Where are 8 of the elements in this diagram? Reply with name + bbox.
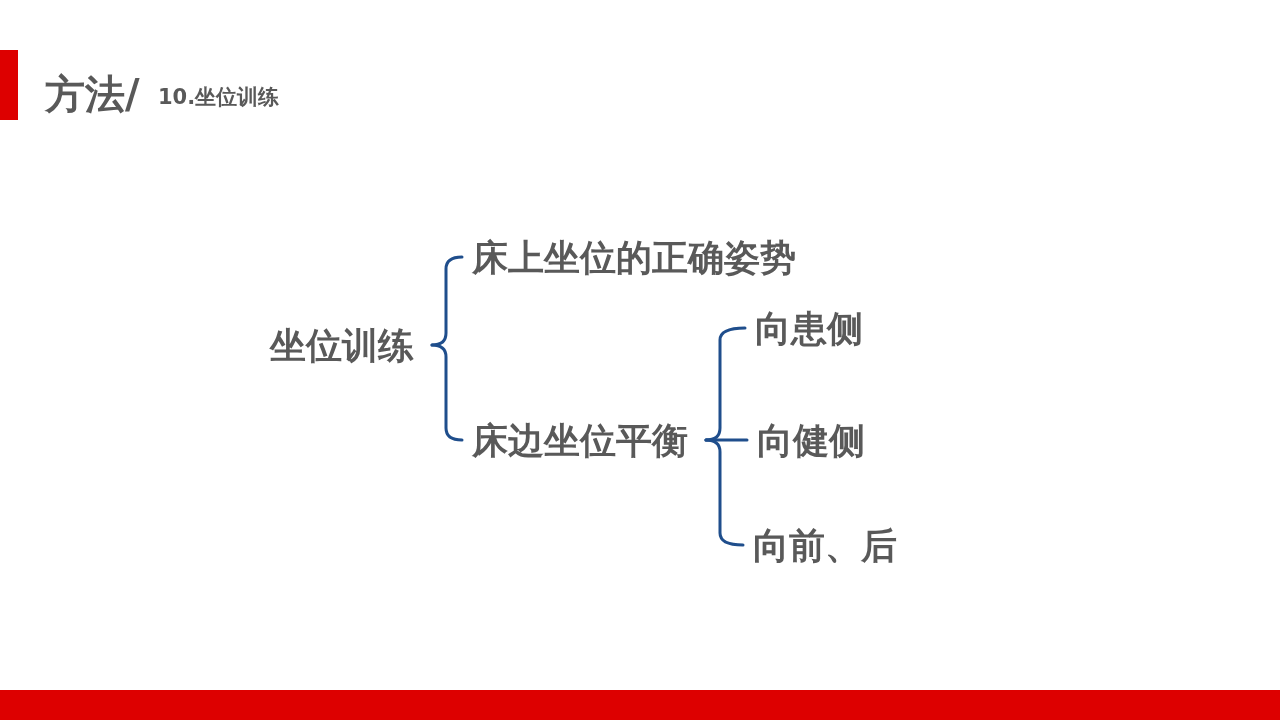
subtopic-label: 向患侧 bbox=[743, 306, 883, 350]
subtitle: 10.坐位训练 bbox=[158, 86, 280, 110]
subtopic-label: 床边坐位平衡 bbox=[460, 418, 708, 462]
topic-label: 坐位训练 bbox=[258, 323, 434, 367]
subtopic-label: 向健侧 bbox=[745, 418, 885, 462]
subtopic-label: 向前、后 bbox=[741, 523, 917, 567]
subtopic-label: 床上坐位的正确姿势 bbox=[460, 235, 816, 279]
page-title: 方法/ bbox=[45, 72, 140, 116]
